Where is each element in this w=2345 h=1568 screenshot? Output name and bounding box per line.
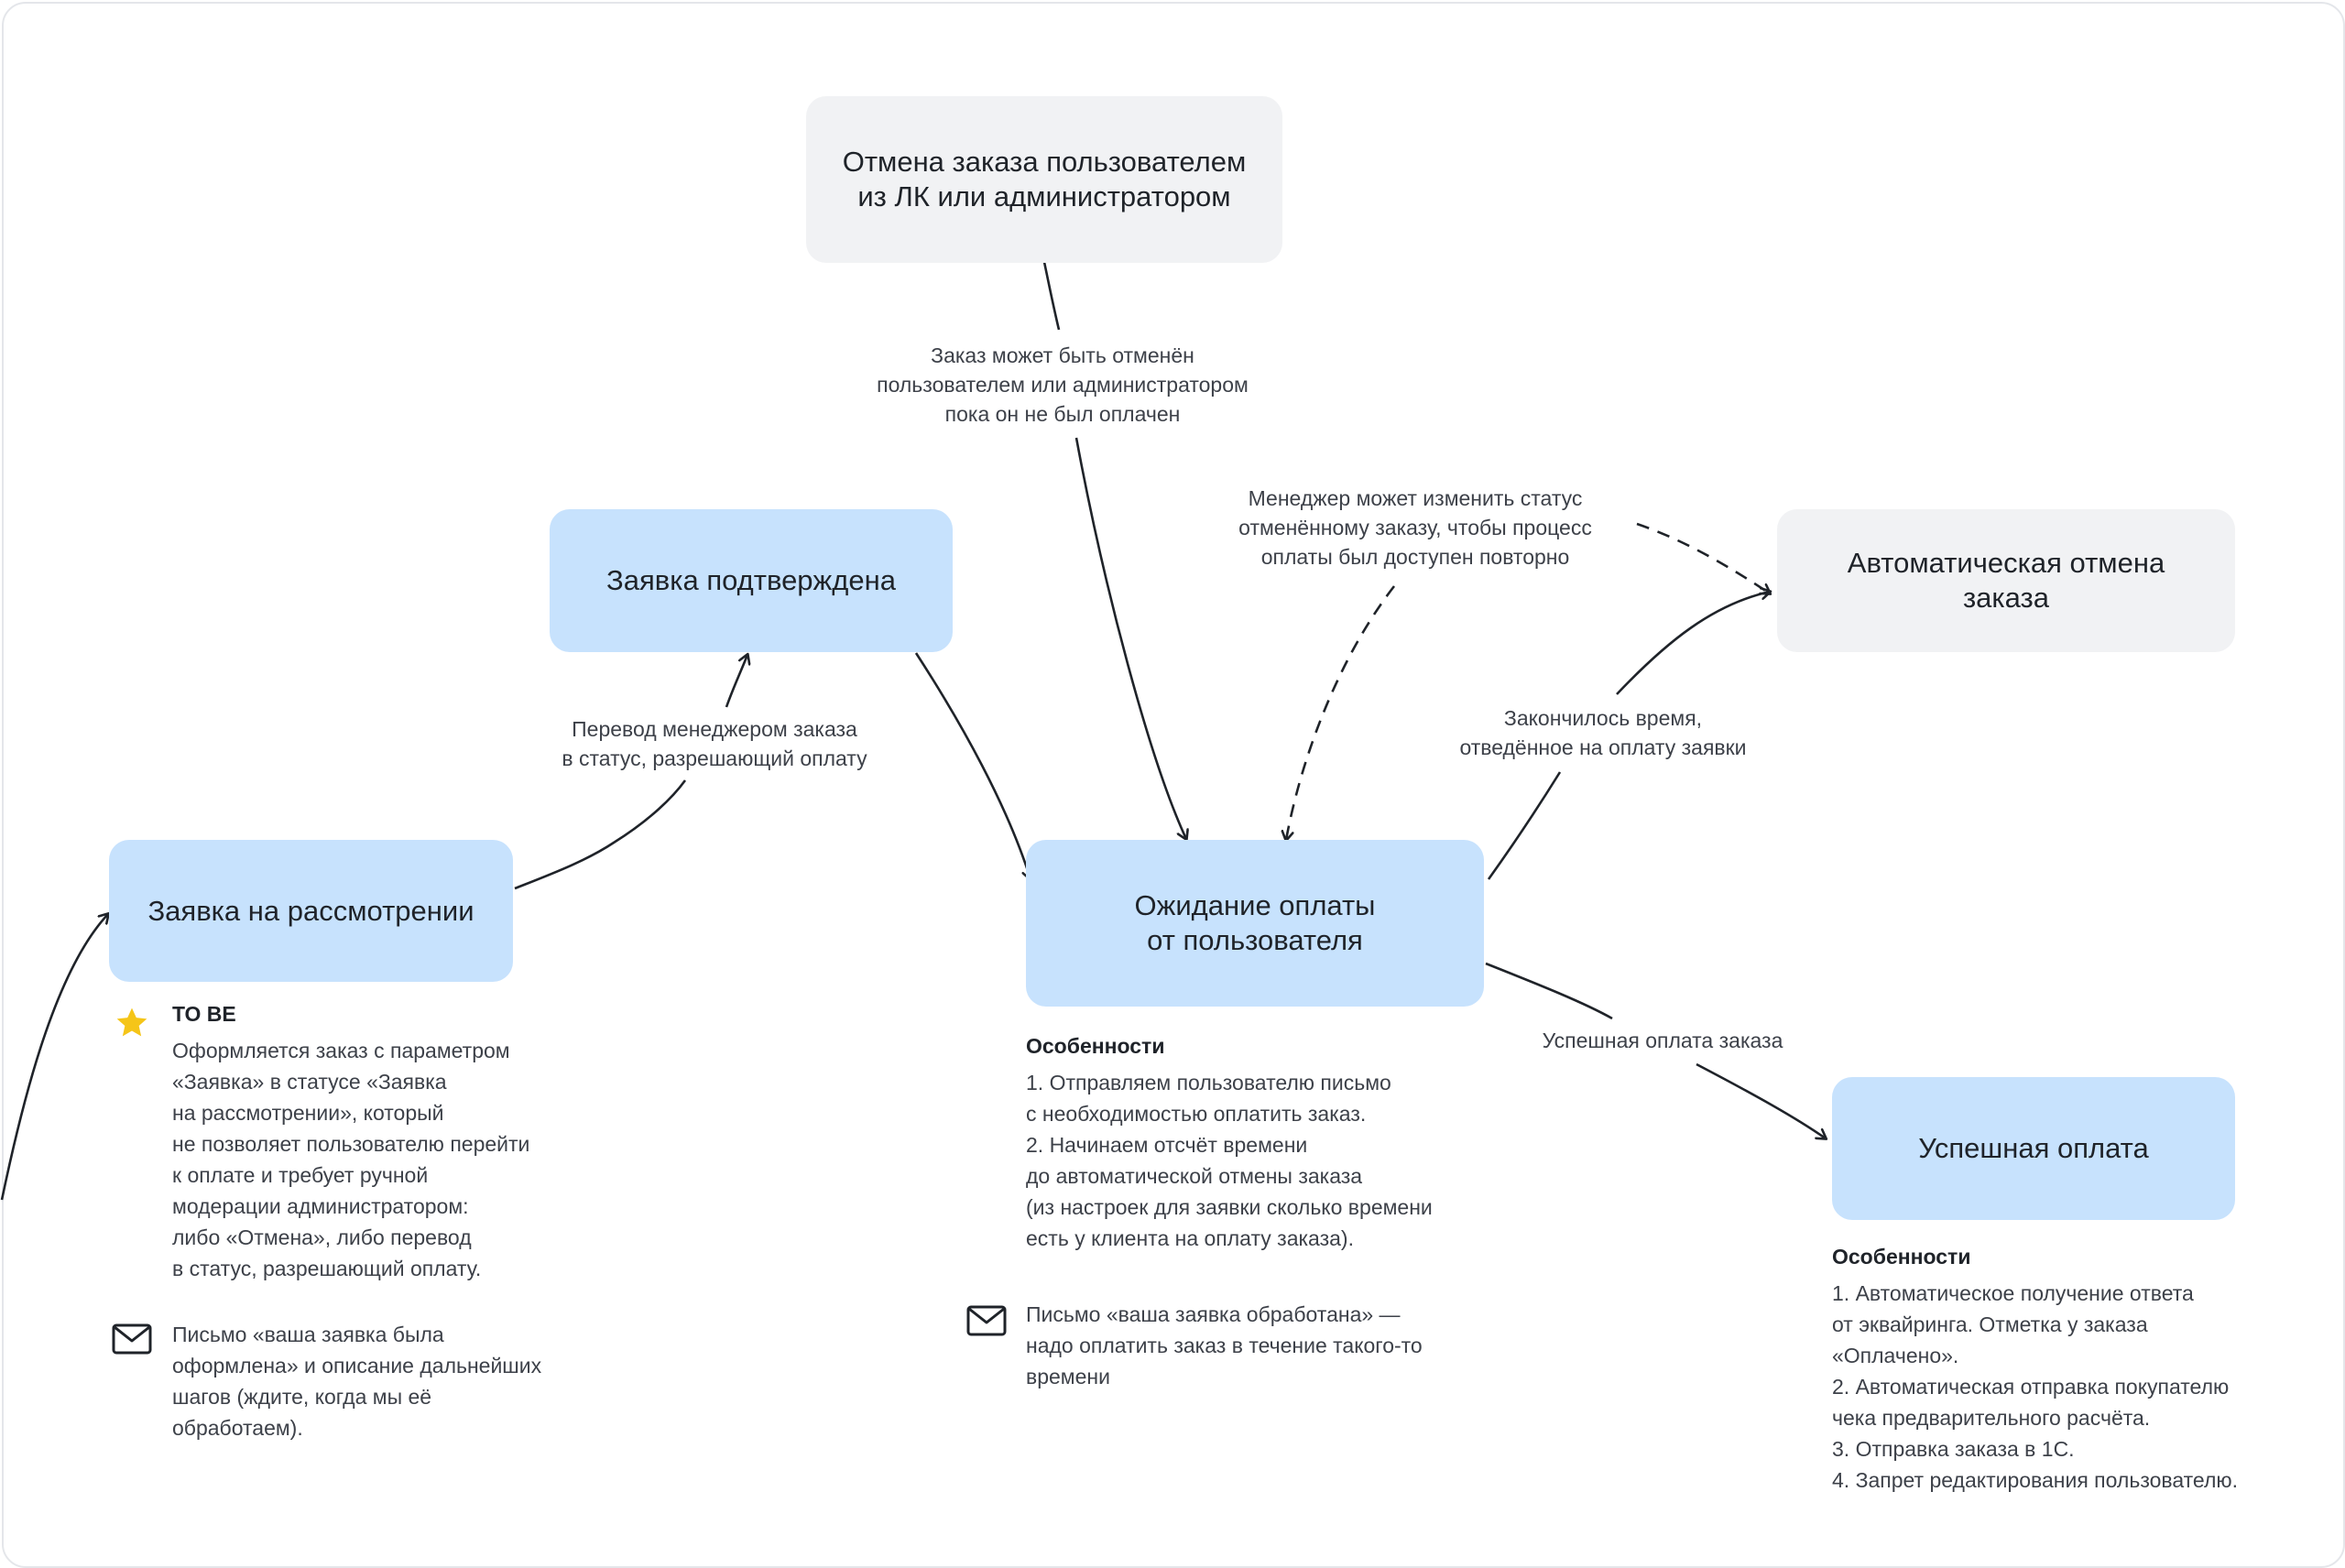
arrow-entry: [0, 914, 108, 1201]
note-success-title: Особенности: [1832, 1245, 1971, 1269]
node-auto-cancel: Автоматическая отмена заказа: [1777, 509, 2235, 652]
arrow-awaiting-to-success-a: [1485, 962, 1613, 1020]
arrow-awaiting-to-autocancel-a: [1487, 771, 1562, 880]
note-awaiting: Особенности 1. Отправляем пользователю п…: [1026, 1030, 1484, 1254]
arrow-awaiting-to-success-b: [1696, 1062, 1826, 1138]
edge-label-time-expired: Закончилось время, отведённое на оплату …: [1434, 703, 1772, 762]
note-awaiting-title: Особенности: [1026, 1034, 1165, 1058]
arrow-confirmed-to-awaiting: [914, 652, 1031, 879]
edge-label-can-be-cancelled: Заказ может быть отменён пользователем и…: [852, 341, 1273, 429]
note-review-title: ТО BE: [172, 1002, 236, 1026]
node-awaiting-payment: Ожидание оплаты от пользователя: [1026, 840, 1484, 1007]
star-icon: [116, 1007, 147, 1037]
node-cancel-by-user-label: Отмена заказа пользователем из ЛК или ад…: [842, 146, 1247, 212]
arrow-awaiting-to-autocancel-b: [1616, 592, 1770, 695]
edge-label-manager-change-status: Менеджер может изменить статус отменённо…: [1238, 486, 1592, 569]
node-awaiting-payment-label: Ожидание оплаты от пользователя: [1134, 889, 1376, 956]
node-confirmed-label: Заявка подтверждена: [606, 564, 896, 596]
arrow-cancel-to-awaiting-b: [1074, 437, 1186, 839]
arrow-dashed-to-autocancel: [1636, 522, 1770, 593]
node-auto-cancel-label: Автоматическая отмена заказа: [1847, 547, 2165, 614]
edge-label-manager-transfer: Перевод менеджером заказа в статус, разр…: [540, 714, 889, 773]
node-under-review-label: Заявка на рассмотрении: [147, 894, 474, 927]
edge-label-payment-ok: Успешная оплата заказа: [1521, 1026, 1805, 1055]
node-cancel-by-user: Отмена заказа пользователем из ЛК или ад…: [806, 96, 1282, 263]
node-payment-success: Успешная оплата: [1832, 1077, 2235, 1220]
node-payment-success-label: Успешная оплата: [1918, 1132, 2149, 1164]
note-success: Особенности 1. Автоматическое получение …: [1832, 1241, 2308, 1496]
node-confirmed: Заявка подтверждена: [550, 509, 953, 652]
note-awaiting-mail: Письмо «ваша заявка обработана» — надо о…: [1026, 1302, 1423, 1388]
mail-icon: [966, 1305, 1007, 1336]
note-awaiting-body: 1. Отправляем пользователю письмо с необ…: [1026, 1071, 1433, 1250]
mail-icon: [112, 1323, 152, 1355]
arrow-dashed-to-awaiting: [1286, 585, 1396, 840]
arrow-review-to-confirmed-b: [725, 655, 747, 708]
note-success-body: 1. Автоматическое получение ответа от эк…: [1832, 1281, 2239, 1492]
node-under-review: Заявка на рассмотрении: [109, 840, 513, 982]
note-review: ТО BE Оформляется заказ с параметром «За…: [172, 998, 566, 1284]
arrow-review-to-confirmed-a: [514, 779, 687, 890]
note-review-mail: Письмо «ваша заявка была оформлена» и оп…: [172, 1323, 542, 1440]
note-review-body: Оформляется заказ с параметром «Заявка» …: [172, 1039, 530, 1280]
arrow-cancel-to-awaiting-a: [1042, 261, 1061, 331]
